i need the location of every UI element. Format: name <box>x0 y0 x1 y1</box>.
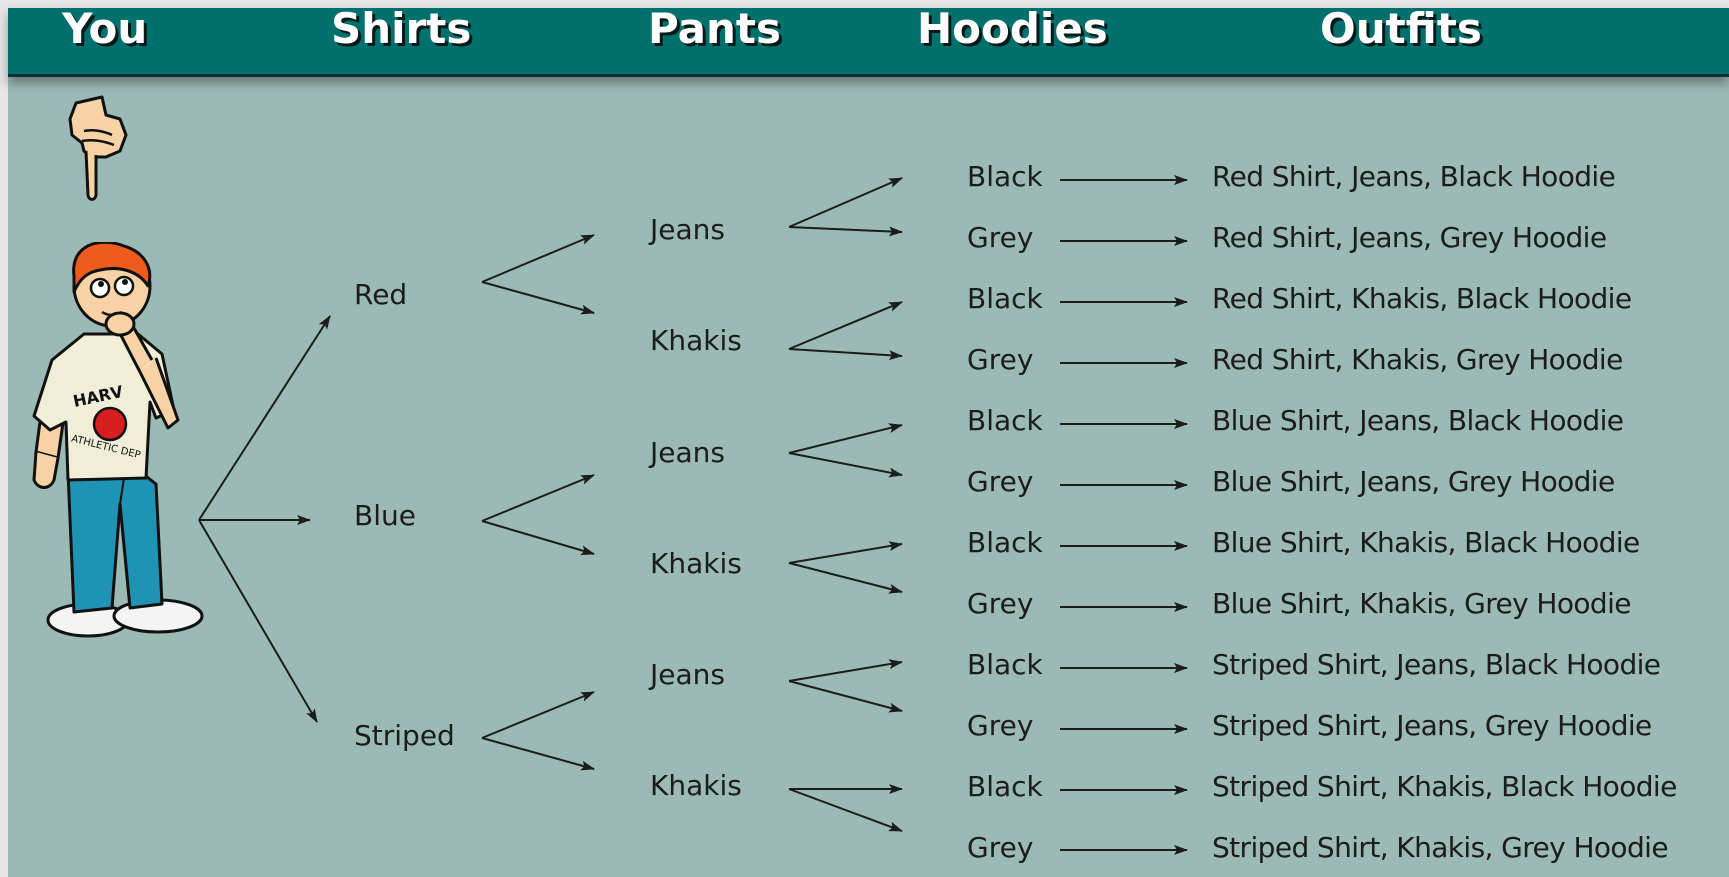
arrow-pants-2-to-grey <box>788 348 903 361</box>
outfit-item: Striped Shirt, Jeans, Black Hoodie <box>1212 648 1661 681</box>
arrow-pants-5-to-black <box>788 659 903 682</box>
thinking-boy-illustration: HARV ATHLETIC DEP <box>32 242 204 638</box>
arrow-red-to-jeans <box>481 234 595 283</box>
pants-khakis: Khakis <box>650 547 742 580</box>
header-bar <box>8 8 1729 77</box>
header-outfits: Outfits <box>1320 4 1482 53</box>
pants-khakis: Khakis <box>650 324 742 357</box>
arrow-blue-to-khakis <box>481 520 595 556</box>
header-pants: Pants <box>648 4 781 53</box>
arrow-pants-2-to-black <box>788 301 903 350</box>
outfit-item: Striped Shirt, Jeans, Grey Hoodie <box>1212 709 1652 742</box>
arrow-striped-to-jeans <box>481 691 595 739</box>
arrow-striped-to-khakis <box>481 737 595 771</box>
hoodie-grey: Grey <box>967 587 1034 620</box>
pants-jeans: Jeans <box>650 658 725 691</box>
outfit-item: Blue Shirt, Jeans, Black Hoodie <box>1212 404 1624 437</box>
pants-jeans: Jeans <box>650 213 725 246</box>
arrow-you-to-red <box>198 315 331 521</box>
hoodie-grey: Grey <box>967 831 1034 864</box>
arrow-pants-1-to-black <box>788 177 903 228</box>
arrow-pants-5-to-grey <box>788 680 903 713</box>
pants-jeans: Jeans <box>650 436 725 469</box>
hoodie-black: Black <box>967 770 1043 803</box>
outfit-item: Red Shirt, Khakis, Black Hoodie <box>1212 282 1632 315</box>
arrow-you-to-striped <box>198 519 318 723</box>
hoodie-black: Black <box>967 648 1043 681</box>
outfit-item: Red Shirt, Jeans, Black Hoodie <box>1212 160 1616 193</box>
hoodie-black: Black <box>967 160 1043 193</box>
hoodie-grey: Grey <box>967 709 1034 742</box>
diagram-background <box>8 8 1729 877</box>
hoodie-black: Black <box>967 404 1043 437</box>
outfit-item: Red Shirt, Khakis, Grey Hoodie <box>1212 343 1623 376</box>
arrow-pants-6-to-grey <box>788 788 903 832</box>
arrow-red-to-khakis <box>481 281 595 315</box>
outfit-item: Blue Shirt, Jeans, Grey Hoodie <box>1212 465 1615 498</box>
outfit-item: Red Shirt, Jeans, Grey Hoodie <box>1212 221 1607 254</box>
arrow-pants-3-to-grey <box>788 452 903 478</box>
outfit-item: Striped Shirt, Khakis, Black Hoodie <box>1212 770 1677 803</box>
pants-khakis: Khakis <box>650 769 742 802</box>
header-you: You <box>62 4 148 53</box>
hoodie-black: Black <box>967 282 1043 315</box>
hoodie-grey: Grey <box>967 343 1034 376</box>
arrow-blue-to-jeans <box>481 474 595 522</box>
header-hoodies: Hoodies <box>917 4 1108 53</box>
outfit-item: Striped Shirt, Khakis, Grey Hoodie <box>1212 831 1669 864</box>
arrow-pants-4-to-grey <box>788 562 903 594</box>
shirt-red: Red <box>354 278 408 311</box>
hoodie-black: Black <box>967 526 1043 559</box>
arrow-pants-3-to-black <box>788 423 903 454</box>
outfit-item: Blue Shirt, Khakis, Grey Hoodie <box>1212 587 1631 620</box>
hoodie-grey: Grey <box>967 465 1034 498</box>
shirt-blue: Blue <box>354 499 416 532</box>
pointing-hand-icon <box>68 95 128 201</box>
arrow-pants-1-to-grey <box>788 226 903 237</box>
outfit-item: Blue Shirt, Khakis, Black Hoodie <box>1212 526 1640 559</box>
header-shirts: Shirts <box>331 4 472 53</box>
arrow-pants-4-to-black <box>788 541 903 564</box>
shirt-striped: Striped <box>354 719 455 752</box>
hoodie-grey: Grey <box>967 221 1034 254</box>
